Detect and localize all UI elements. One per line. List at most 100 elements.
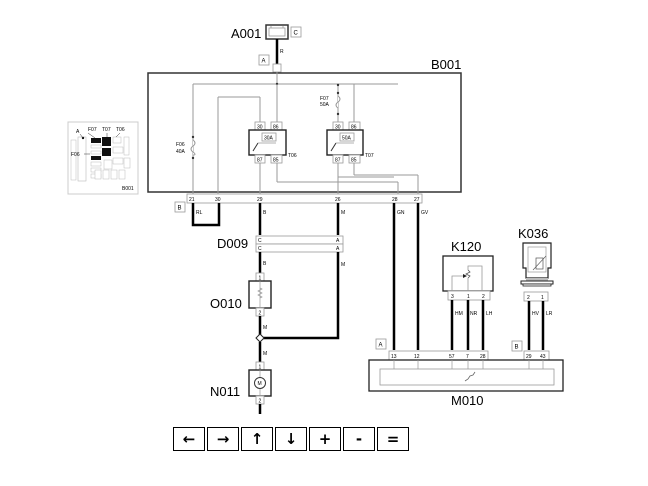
zoom-out-button[interactable]: - — [343, 427, 375, 451]
f06-rating: 40A — [176, 149, 186, 155]
wire-label-nr: NR — [470, 311, 478, 317]
d009-pin-a2: A — [336, 246, 340, 252]
k120-label: K120 — [451, 239, 481, 254]
d009-pin-c1: C — [258, 238, 262, 244]
d009-label: D009 — [217, 236, 248, 251]
m010-pin-7: 7 — [466, 354, 469, 360]
t07-pin-86: 86 — [351, 125, 357, 131]
n011-motor — [248, 361, 272, 405]
inset-label-b001: B001 — [122, 186, 134, 192]
n011-label: N011 — [210, 384, 240, 399]
wire-label-hv: HV — [532, 311, 540, 317]
connector-a-m010: A — [379, 343, 383, 349]
o010-pin-1: 1 — [259, 276, 262, 282]
arrow-right-icon: → — [216, 430, 230, 448]
n011-pin-2: 2 — [259, 399, 262, 405]
nav-left-button[interactable]: ← — [173, 427, 205, 451]
t06-pin-30: 30 — [257, 125, 263, 131]
connector-b-m010: B — [515, 345, 519, 351]
equals-icon: = — [386, 430, 400, 448]
a001-label: A001 — [231, 26, 261, 41]
t06-pin-85: 85 — [273, 158, 279, 164]
wire-label-junction-n011: M — [263, 351, 267, 357]
m010-label: M010 — [451, 393, 484, 408]
wire-label-29: B — [263, 210, 267, 216]
d009-connector — [255, 235, 344, 253]
t06-label: T06 — [288, 153, 297, 159]
k120-pin-3: 3 — [451, 294, 454, 300]
wire-label-27: GV — [421, 210, 429, 216]
connector-b-b001: B — [178, 206, 182, 212]
m010-pin-13: 13 — [391, 354, 397, 360]
wire-label-hm: HM — [455, 311, 463, 317]
inset-label-t07: T07 — [102, 127, 111, 133]
wire-label-28: GN — [397, 210, 405, 216]
plus-icon: + — [318, 430, 332, 448]
f06-fuse — [190, 135, 196, 160]
t07-pin-30: 30 — [335, 125, 341, 131]
wire-label-d009-o010: B — [263, 261, 267, 267]
b001-pin-21: 21 — [189, 197, 195, 203]
k036-pin-1: 1 — [541, 295, 544, 301]
t06-rating: 30A — [264, 136, 274, 142]
b001-pin-28: 28 — [392, 197, 398, 203]
inset-label-f06: F06 — [71, 152, 80, 158]
b001-internal-wiring — [192, 72, 419, 195]
b001-inset-layout — [67, 121, 139, 195]
m010-pin-57: 57 — [449, 354, 455, 360]
k120-sensor — [442, 255, 494, 301]
m010-ecu — [368, 359, 564, 392]
d009-pin-c2: C — [258, 246, 262, 252]
t07-rating: 50A — [342, 136, 352, 142]
k036-label: K036 — [518, 226, 548, 241]
nav-right-button[interactable]: → — [207, 427, 239, 451]
b001-pin-strip — [186, 193, 423, 204]
t07-pin-87: 87 — [335, 158, 341, 164]
t07-pin-85: 85 — [351, 158, 357, 164]
wire-label-26: M — [341, 210, 345, 216]
m010-pin-strip-a — [388, 350, 489, 361]
k120-pin-1: 1 — [467, 294, 470, 300]
wire-label-lh: LH — [486, 311, 493, 317]
f06-label: F06 — [176, 142, 185, 148]
wire-label-o010-junction: M — [263, 325, 267, 331]
wire-label-lr: LR — [546, 311, 553, 317]
n011-motor-symbol: M — [258, 381, 262, 387]
a001-battery — [265, 24, 289, 40]
arrow-up-icon: ↑ — [250, 430, 264, 448]
t06-pin-86: 86 — [273, 125, 279, 131]
inset-label-t06: T06 — [116, 127, 125, 133]
f07-label: F07 — [320, 96, 329, 102]
d009-pin-a1: A — [336, 238, 340, 244]
m010-pin-29: 29 — [526, 354, 532, 360]
splice-junction — [255, 333, 265, 343]
o010-resistor — [248, 272, 272, 317]
b001-pin-29: 29 — [257, 197, 263, 203]
k120-pin-2: 2 — [482, 294, 485, 300]
k036-pin-2: 2 — [527, 295, 530, 301]
wire-label-r: R — [280, 49, 284, 55]
n011-pin-1: 1 — [259, 365, 262, 371]
wire-label-rl: RL — [196, 210, 203, 216]
f07-rating: 50A — [320, 102, 330, 108]
b001-box — [147, 72, 462, 193]
arrow-left-icon: ← — [182, 430, 196, 448]
f07-fuse — [335, 83, 341, 116]
nav-down-button[interactable]: ↓ — [275, 427, 307, 451]
inset-label-f07: F07 — [88, 127, 97, 133]
nav-up-button[interactable]: ↑ — [241, 427, 273, 451]
m010-pin-43: 43 — [540, 354, 546, 360]
o010-pin-2: 2 — [259, 311, 262, 317]
connector-a-top: A — [262, 59, 266, 65]
arrow-down-icon: ↓ — [284, 430, 298, 448]
b001-label: B001 — [431, 57, 461, 72]
m010-pin-28: 28 — [480, 354, 486, 360]
a001-connector-label: C — [294, 31, 299, 37]
zoom-in-button[interactable]: + — [309, 427, 341, 451]
wire-d009-m — [262, 252, 340, 340]
inset-label-a: A — [76, 129, 80, 135]
reset-zoom-button[interactable]: = — [377, 427, 409, 451]
k036-sensor — [520, 242, 554, 302]
minus-icon: - — [355, 430, 363, 448]
